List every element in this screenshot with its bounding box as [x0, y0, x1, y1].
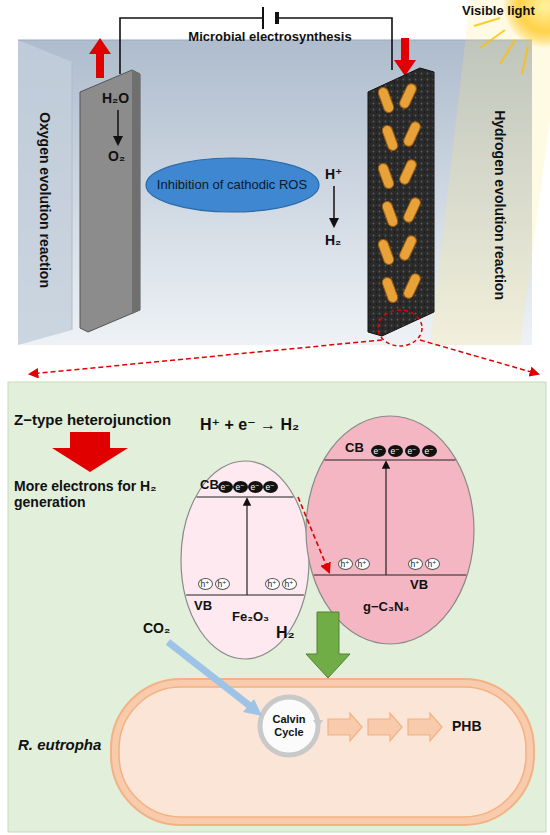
- electron-symbol: e⁻: [218, 481, 233, 493]
- hole-symbol: h⁺: [215, 578, 230, 590]
- hole-symbol: h⁺: [198, 578, 213, 590]
- zoom-line: [420, 340, 538, 374]
- electron-symbol: e⁻: [405, 445, 420, 457]
- circuit-wire: [120, 7, 392, 74]
- node-text: H₂O: [102, 90, 129, 106]
- ros-ellipse: Inhibition of cathodic ROS: [145, 157, 320, 213]
- hole-symbol: h⁺: [355, 558, 370, 570]
- electron-symbol: e⁻: [422, 445, 437, 457]
- light-label: Visible light: [462, 4, 535, 19]
- anode-plate-shape: [80, 70, 140, 332]
- node-text: VB: [410, 578, 428, 593]
- electron-symbol: e⁻: [388, 445, 403, 457]
- electron-symbol: e⁻: [263, 481, 278, 493]
- cathode-plate: [368, 68, 434, 336]
- calvin-cycle: Calvin Cycle: [257, 694, 321, 758]
- species-label: H⁺: [325, 166, 343, 182]
- zoom-circle: [378, 310, 422, 346]
- node-text: R. eutropha: [18, 736, 101, 753]
- node-text: g−C₃N₄: [363, 600, 410, 615]
- electron-symbol: e⁻: [248, 481, 263, 493]
- side-label: Hydrogen evolution reaction: [492, 110, 508, 300]
- edge-label: H₂: [276, 624, 295, 642]
- bacterium-cell-shape: [110, 678, 535, 826]
- hole-symbol: h⁺: [425, 558, 440, 570]
- bacteria: [377, 82, 422, 304]
- note-label: More electrons for H₂ generation: [14, 478, 164, 510]
- node-text: Calvin Cycle: [265, 713, 313, 738]
- zoom-line: [30, 340, 382, 374]
- heading-label: Z−type heterojunction: [14, 411, 171, 428]
- process-label: Microbial electrosynthesis: [188, 30, 351, 45]
- hole-symbol: h⁺: [338, 558, 353, 570]
- hole-symbol: h⁺: [265, 578, 280, 590]
- light-beam: [430, 0, 550, 345]
- detail-panel: [8, 382, 546, 832]
- node-text: O₂: [108, 148, 125, 164]
- node-text: Inhibition of cathodic ROS: [157, 178, 307, 193]
- node-text: Fe₂O₃: [232, 610, 269, 625]
- node-text: PHB: [452, 718, 482, 734]
- species-label: CO₂: [143, 620, 170, 636]
- node-text: CB: [345, 441, 364, 456]
- electron-symbol: e⁻: [371, 445, 386, 457]
- co2-arrow: [168, 642, 250, 706]
- electron-symbol: e⁻: [233, 481, 248, 493]
- equation-label: H⁺ + e⁻ → H₂: [200, 416, 299, 434]
- bacterium-cell: Calvin CycleR. eutrophaPHB: [110, 678, 535, 826]
- big-red-arrow: [52, 432, 128, 472]
- electron-transfer-arrow: [298, 497, 329, 572]
- current-arrow-down: [394, 38, 416, 76]
- side-label: Oxygen evolution reaction: [37, 112, 53, 288]
- hole-symbol: h⁺: [408, 558, 423, 570]
- node-text: VB: [194, 599, 212, 614]
- hydrogen-arrow: [306, 612, 350, 678]
- species-label: H₂: [325, 232, 341, 248]
- co2-arrow-head: [243, 699, 262, 716]
- hole-symbol: h⁺: [282, 578, 297, 590]
- anode-plate: H₂O O₂: [80, 70, 140, 332]
- reaction-arrow: [333, 186, 335, 226]
- node-text: CB: [200, 478, 219, 493]
- current-arrow-up: [89, 38, 111, 78]
